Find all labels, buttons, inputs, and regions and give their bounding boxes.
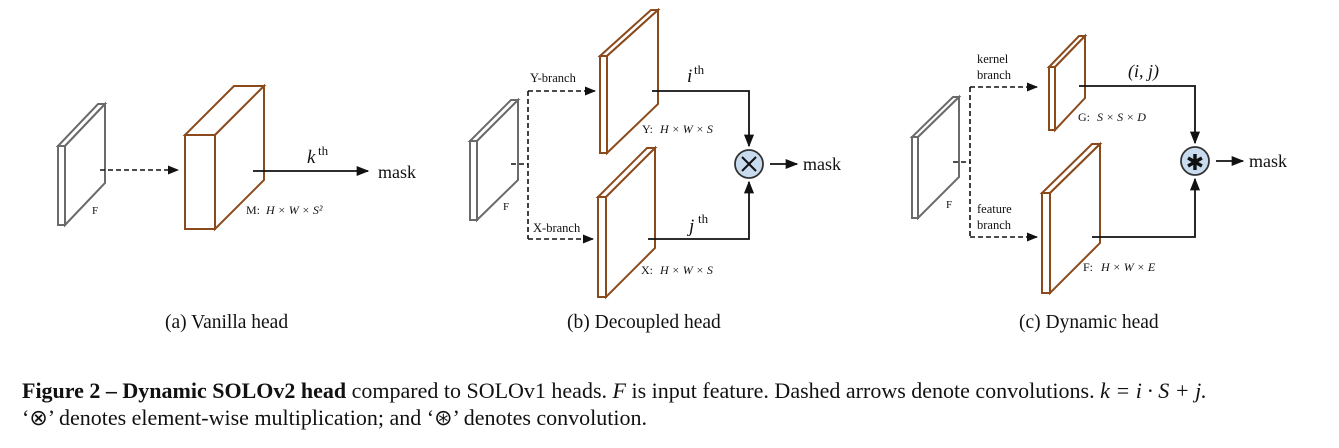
input-label-a: F: [92, 205, 98, 217]
y-branch-label: Y-branch: [530, 71, 577, 85]
y-label-prefix: Y:: [642, 122, 653, 136]
j-index-sup: th: [698, 211, 709, 226]
caption-formula: k = i · S + j.: [1100, 378, 1207, 403]
feature-branch-label-line2: branch: [977, 218, 1012, 232]
i-index-sup: th: [694, 62, 705, 77]
figure-caption-line1: Figure 2 – Dynamic SOLOv2 head compared …: [22, 380, 1207, 402]
f-feature-tensor-plate: [1039, 141, 1103, 296]
subcaption-c: (c) Dynamic head: [1019, 312, 1159, 333]
input-feature-plate-a: [55, 101, 108, 228]
m-label-dims: H × W × S²: [265, 203, 323, 217]
f-label-prefix: F:: [1083, 260, 1093, 274]
i-index-label: i: [687, 66, 692, 87]
convolution-icon: ✱: [1186, 151, 1204, 176]
figure-caption-line2: ‘⊗’ denotes element-wise multiplication;…: [22, 405, 648, 430]
subcaption-b: (b) Decoupled head: [567, 312, 721, 333]
index-label-k: k: [307, 147, 316, 168]
g-kernel-tensor-plate: [1046, 33, 1088, 133]
x-branch-label: X-branch: [533, 221, 581, 235]
conv-branches-b: [511, 86, 597, 244]
feature-line: [1092, 177, 1201, 238]
panel-a-vanilla-head: F M: H × W × S² k th mask: [55, 83, 416, 232]
subcaption-a: (a) Vanilla head: [165, 312, 289, 333]
elementwise-multiply-operator: [734, 149, 764, 179]
panel-c-dynamic-head: F kernel branch feature branch G: S × S …: [909, 33, 1287, 296]
j-th-line: [648, 180, 755, 240]
result-mask-c: mask: [1249, 151, 1287, 171]
m-label-prefix: M:: [246, 203, 260, 217]
g-label-dims: S × S × D: [1097, 110, 1146, 124]
input-feature-plate-b: [467, 97, 521, 223]
y-tensor-plate: [597, 7, 661, 156]
x-label-prefix: X:: [641, 263, 653, 277]
kernel-select-line: [1079, 85, 1201, 145]
j-index-label: j: [686, 216, 694, 237]
feature-branch-label-line1: feature: [977, 202, 1012, 216]
ij-index-label: (i, j): [1128, 61, 1159, 82]
conv-branches-c: [953, 82, 1039, 242]
kernel-branch-label-line1: kernel: [977, 52, 1009, 66]
input-feature-plate-c: [909, 94, 962, 221]
caption-text-a: compared to SOLOv1 heads.: [346, 378, 613, 403]
f-label-dims: H × W × E: [1100, 260, 1156, 274]
i-th-line: [652, 90, 755, 148]
caption-f-symbol: F: [612, 378, 626, 403]
kernel-branch-label-line2: branch: [977, 68, 1012, 82]
caption-text-b: is input feature. Dashed arrows denote c…: [625, 378, 1101, 403]
index-sup-a: th: [318, 143, 329, 158]
input-label-b: F: [503, 201, 509, 213]
result-mask-b: mask: [803, 154, 841, 174]
x-label-dims: H × W × S: [659, 263, 713, 277]
panel-b-decoupled-head: F Y-branch X-branch Y: H × W × S X: H × …: [467, 7, 841, 300]
y-label-dims: H × W × S: [659, 122, 713, 136]
result-mask-a: mask: [378, 162, 416, 182]
solov2-heads-diagram: F M: H × W × S² k th mask F Y-br: [55, 7, 1287, 300]
mask-tensor-box-m: [182, 83, 267, 232]
input-label-c: F: [946, 199, 952, 211]
g-label-prefix: G:: [1078, 110, 1090, 124]
convolution-operator: ✱: [1180, 146, 1210, 176]
x-tensor-plate: [595, 145, 658, 300]
figure-label: Figure 2 – Dynamic SOLOv2 head: [22, 378, 347, 403]
